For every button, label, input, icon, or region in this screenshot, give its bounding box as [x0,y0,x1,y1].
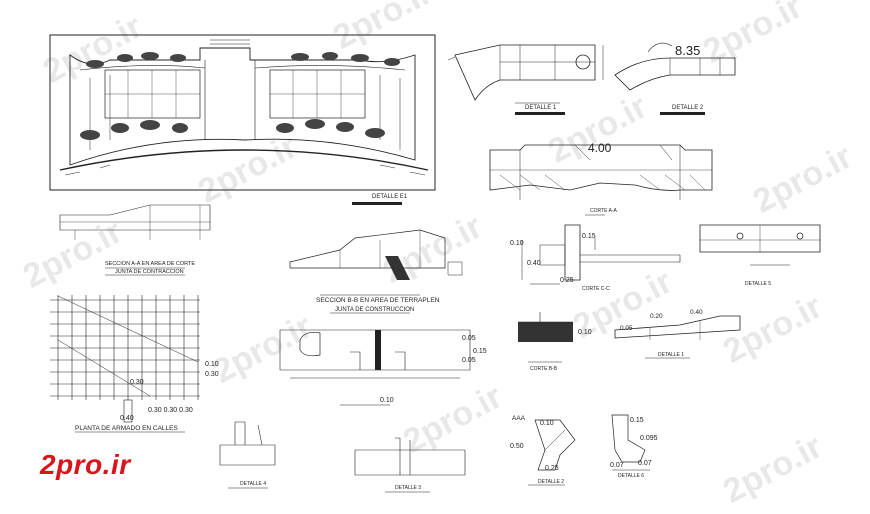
corte-b-b-small [518,312,573,363]
seccion-a-a [59,204,211,276]
seccion-b-b-title: SECCION B-B EN AREA DE TERRAPLEN [316,297,440,304]
detalle-5 [699,224,821,266]
corte-a-a-section [489,144,713,216]
dim-label: 0.10 [510,240,524,247]
dim-label: 0.30 [130,379,144,386]
seccion-a-a-title: SECCION A-A EN AREA DE CORTE [105,261,195,267]
planta-armado-title: PLANTA DE ARMADO EN CALLES [75,425,178,432]
dim-label: 0.20 [650,313,663,320]
detalle-1-top [447,44,604,115]
dim-label: 0.05 [462,357,476,364]
dim-label: 0.50 [510,443,524,450]
seccion-b-b-subtitle: JUNTA DE CONSTRUCCION [335,307,414,313]
brand-logo: 2pro.ir [40,449,131,480]
detalle-2-bottom [528,419,576,486]
detalle-3-title: DETALLE 3 [395,485,421,491]
dim-label: 0.10 [380,397,394,404]
detalle-4 [219,421,276,489]
dim-label: 0.40 [690,309,703,316]
aaa-label: AAA [512,415,526,422]
detalle-1-right-title: DETALLE 1 [658,352,684,358]
dim-label: 0.15 [630,417,644,424]
corte-c-c-title: CORTE C-C [582,286,610,292]
planta-armado-grid [50,295,200,433]
corte-a-a-title: CORTE A-A [590,208,618,214]
dimension-400: 4.00 [588,141,612,155]
dim-label: 0.07 [610,462,624,469]
dim-label: 0.30 [205,371,219,378]
dim-label: 0.10 [540,420,554,427]
detalle-2-top [614,42,736,115]
dim-label: 0.10 [578,329,592,336]
detalle-1-top-title: DETALLE 1 [525,105,557,111]
dim-label: 0.25 [560,277,574,284]
title-underline [352,202,402,205]
dim-label: 0.30 0.30 0.30 [148,407,193,414]
top-plan-view [49,34,436,191]
dim-label: 0.15 [473,348,487,355]
detalle-6-title: DETALLE 6 [618,473,644,479]
detalle-2-top-title: DETALLE 2 [672,105,704,111]
dim-label: 0.05 [620,325,633,332]
dim-label: 0.07 [638,460,652,467]
dim-label: 0.25 [545,465,559,472]
seccion-a-a-subtitle: JUNTA DE CONTRACCION [115,269,184,275]
detalle-1-right [614,315,741,359]
dim-label: 0.40 [120,415,134,422]
joint-detail [279,329,471,406]
detalle-5-title: DETALLE 5 [745,281,771,287]
corte-b-b-title: CORTE B-B [530,366,558,372]
dim-label: 0.05 [462,335,476,342]
seccion-b-b [289,229,463,314]
detalle-4-title: DETALLE 4 [240,481,266,487]
dim-label: 0.15 [582,233,596,240]
detalle-2-bottom-title: DETALLE 2 [538,479,564,485]
dim-label: 0.10 [205,361,219,368]
detalle-6 [611,414,650,471]
dim-label: 0.095 [640,435,658,442]
dim-label: 0.40 [527,260,541,267]
detalle-3 [354,437,466,493]
corte-c-c [521,224,681,285]
detalle-e1-title: DETALLE E1 [372,194,408,200]
dimension-835: 8.35 [675,43,700,58]
